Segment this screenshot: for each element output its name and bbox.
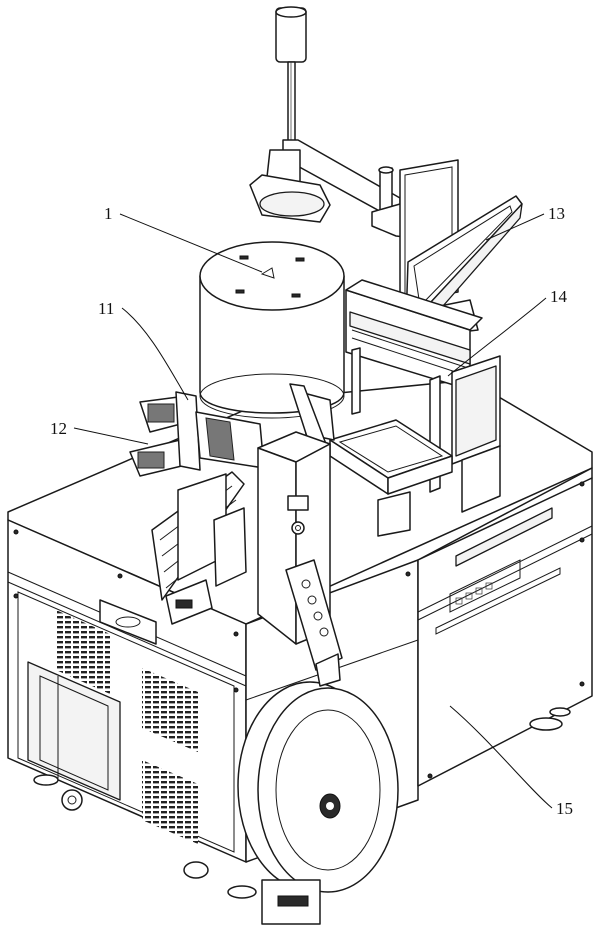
callout-15: 15	[449, 705, 573, 818]
control-column	[257, 431, 343, 687]
tray	[329, 419, 453, 495]
callout-label: 12	[50, 419, 67, 438]
callout-label: 14	[550, 287, 568, 306]
rotary-drum	[199, 241, 345, 419]
tape-reel	[237, 681, 399, 925]
callout-11: 11	[98, 299, 189, 401]
callout-1: 1	[104, 204, 263, 273]
tape-feeder	[151, 471, 247, 625]
callout-13: 13	[485, 204, 565, 241]
callout-label: 15	[556, 799, 573, 818]
turret-heads	[129, 383, 335, 477]
casters	[33, 707, 571, 899]
stack-light	[275, 6, 307, 143]
callout-12: 12	[50, 419, 149, 445]
rail-assembly	[345, 279, 501, 537]
callout-14: 14	[447, 287, 568, 377]
callout-label: 13	[548, 204, 565, 223]
callout-label: 1	[104, 204, 113, 223]
callout-label: 11	[98, 299, 114, 318]
